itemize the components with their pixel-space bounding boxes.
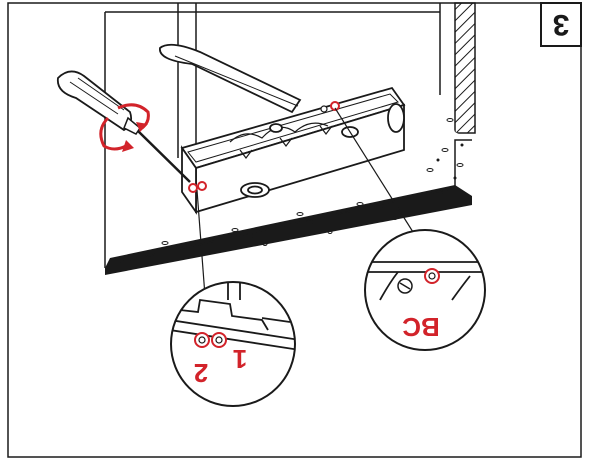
step-number: 3 [553,8,570,41]
screw-label-1: 1 [233,344,247,374]
valve-screw-icon [397,278,413,294]
screw-label-bc: BC [402,312,440,342]
rotation-arrow-icon [99,103,150,152]
closer-screws [188,101,340,193]
callout-screws-left: 2 1 [170,281,296,407]
screwdriver-icon [56,70,191,183]
screw-label-2: 2 [194,358,208,388]
closer-arm [159,43,302,114]
wall-structure [104,2,476,268]
callout-screw-right: BC [364,229,486,351]
step-number-box: 3 [540,2,582,47]
door-closer-body [180,86,406,215]
